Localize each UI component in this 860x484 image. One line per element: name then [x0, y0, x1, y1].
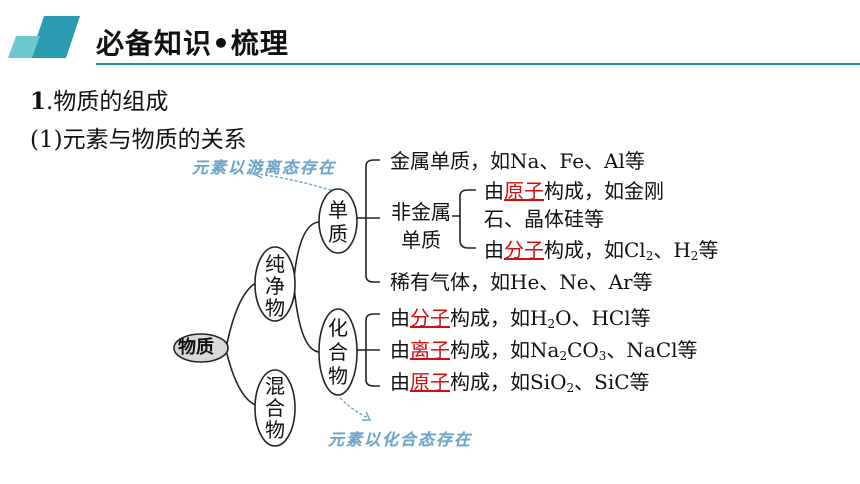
- text: 构成，如金刚: [544, 179, 664, 203]
- text: 由: [484, 238, 504, 262]
- text: 构成，如Cl: [544, 238, 646, 262]
- nonmetal-label-line: 非金属: [391, 200, 451, 224]
- compound-node-shape: [318, 308, 358, 396]
- elemental-node-label: 单 质: [324, 198, 352, 246]
- subscript: 3: [598, 349, 607, 363]
- nonmetal-label-line: 单质: [401, 228, 441, 252]
- text: 构成，如H: [450, 306, 548, 330]
- compound-molecule-line: 由分子构成，如H2O、HCl等: [390, 308, 651, 330]
- header-divider: [96, 63, 860, 65]
- elemental-char: 单: [328, 198, 348, 222]
- mixture-char: 物: [265, 418, 285, 442]
- subscript: 2: [547, 317, 556, 331]
- page-title: 必备知识•梳理: [96, 27, 289, 60]
- pure-char: 净: [265, 274, 285, 298]
- section-title: .物质的组成: [46, 89, 169, 115]
- elemental-char: 质: [328, 222, 348, 246]
- text: 由: [390, 370, 410, 394]
- text: 构成，如SiO: [450, 370, 567, 394]
- text: O、HCl等: [555, 306, 651, 330]
- answer-ion: 离子: [410, 338, 450, 362]
- mixture-node-label: 混 合 物: [261, 375, 289, 441]
- subsection-heading: (1)元素与物质的关系: [30, 127, 247, 153]
- mixture-node-shape: [254, 369, 296, 447]
- text: 由: [390, 338, 410, 362]
- text: CO: [567, 338, 599, 362]
- text: 由: [390, 306, 410, 330]
- root-node-shape: [173, 333, 229, 363]
- compound-char: 合: [328, 340, 348, 364]
- answer-molecule: 分子: [410, 306, 450, 330]
- metal-elements-line: 金属单质，如Na、Fe、Al等: [390, 149, 645, 173]
- section-number: 1: [30, 88, 47, 115]
- root-node-label: 物质: [178, 337, 214, 358]
- subscript: 2: [645, 249, 654, 263]
- annotation-combined-state: 元素以化合态存在: [328, 430, 473, 449]
- answer-molecule: 分子: [504, 238, 544, 262]
- subscript: 2: [559, 349, 568, 363]
- compound-char: 化: [328, 316, 348, 340]
- elemental-node-shape: [318, 188, 358, 254]
- compound-atom-line: 由原子构成，如SiO2、SiC等: [390, 372, 650, 394]
- text: 、NaCl等: [606, 338, 698, 362]
- header-decoration: [8, 16, 80, 58]
- text: 构成，如Na: [450, 338, 560, 362]
- nonmetal-atom-line: 由原子构成，如金刚: [484, 181, 664, 201]
- subscript: 2: [566, 381, 575, 395]
- compound-ion-line: 由离子构成，如Na2CO3、NaCl等: [390, 340, 698, 362]
- nonmetal-molecule-line: 由分子构成，如Cl2、H2等: [484, 240, 718, 262]
- mixture-char: 合: [265, 396, 285, 420]
- text: 、SiC等: [574, 370, 650, 394]
- answer-atom: 原子: [504, 179, 544, 203]
- text: 等: [698, 238, 719, 262]
- pure-node-shape: [254, 246, 296, 322]
- answer-atom: 原子: [410, 370, 450, 394]
- text: 、H: [653, 238, 691, 262]
- compound-node-label: 化 合 物: [324, 316, 352, 388]
- compound-char: 物: [328, 364, 348, 388]
- pure-node-label: 纯 净 物: [261, 253, 289, 319]
- nonmetal-label: 非金属 单质: [390, 198, 452, 254]
- pure-char: 物: [265, 296, 285, 320]
- noble-gas-line: 稀有气体，如He、Ne、Ar等: [390, 270, 653, 294]
- annotation-free-state: 元素以游离态存在: [192, 158, 337, 177]
- section-heading: 1.物质的组成: [30, 82, 168, 116]
- subscript: 2: [690, 249, 699, 263]
- nonmetal-atom-line2: 石、晶体硅等: [484, 207, 604, 231]
- text: 由: [484, 179, 504, 203]
- pure-char: 纯: [265, 252, 285, 276]
- mixture-char: 混: [265, 374, 285, 398]
